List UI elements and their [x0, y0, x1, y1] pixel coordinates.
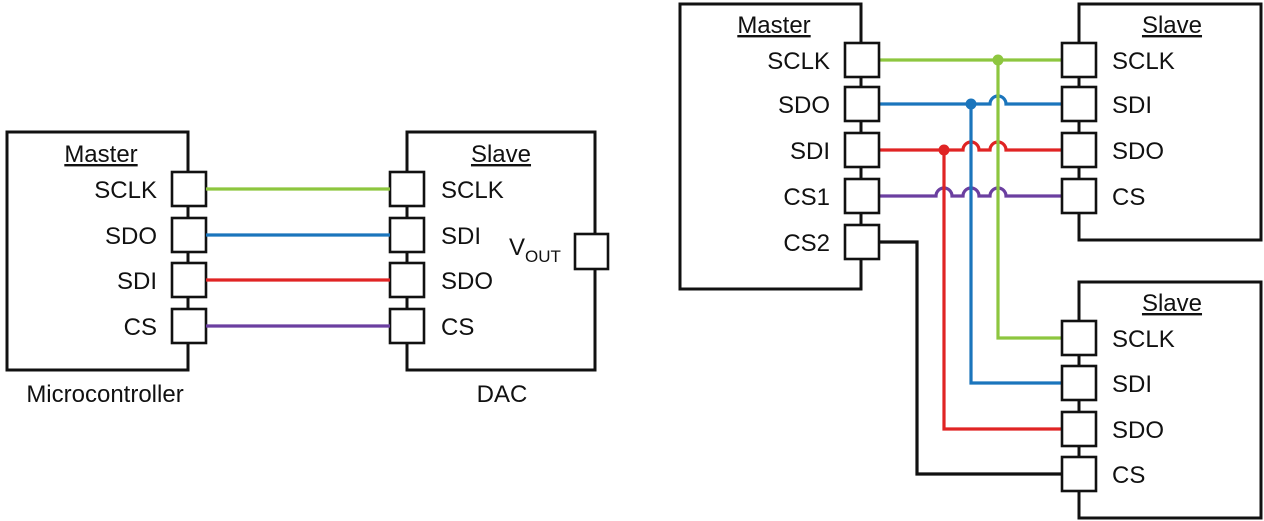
- right-wire-sdo-drop: [969, 104, 1062, 385]
- right-wire-sdi-h: [880, 140, 1062, 152]
- left-slave-pin-label-cs: CS: [441, 314, 474, 341]
- right-master-pin-sdo: [843, 85, 881, 123]
- left-slave-vout-label: VOUT: [509, 234, 561, 266]
- left-master-pin-sclk: [170, 170, 208, 208]
- right-wire-sdi-drop: [942, 150, 1062, 431]
- left-slave-pin-sdi: [388, 216, 426, 254]
- left-spi-diagram: Master Microcontroller SCLK SDO SDI CS S…: [5, 130, 610, 408]
- right-master-pin-sclk: [843, 41, 881, 79]
- right-slave1-pin-label-sdo: SDO: [1112, 138, 1164, 165]
- right-master-title: Master: [737, 12, 810, 39]
- right-slave2-pin-sdi: [1060, 364, 1098, 402]
- right-slave1-pin-sdi: [1060, 85, 1098, 123]
- right-junction-sdo: [965, 98, 977, 110]
- right-master-pin-label-cs1: CS1: [783, 184, 830, 211]
- left-slave-pin-label-sclk: SCLK: [441, 177, 504, 204]
- right-master-box: [678, 2, 863, 291]
- left-master-pin-label-sdo: SDO: [105, 223, 157, 250]
- right-master-pin-label-sdo: SDO: [778, 92, 830, 119]
- left-slave-pin-label-sdo: SDO: [441, 268, 493, 295]
- left-slave-pin-cs: [388, 307, 426, 345]
- right-slave2-box: [1077, 280, 1263, 520]
- right-slave2-pin-label-sdi: SDI: [1112, 371, 1152, 398]
- left-slave-caption: DAC: [477, 381, 528, 408]
- right-slave2-pin-label-sclk: SCLK: [1112, 326, 1175, 353]
- left-master-pin-label-sclk: SCLK: [94, 177, 157, 204]
- left-master-pin-cs: [170, 307, 208, 345]
- right-slave1-pin-sdo: [1060, 131, 1098, 169]
- left-master-caption: Microcontroller: [26, 381, 183, 408]
- right-junction-sclk: [992, 54, 1004, 66]
- right-slave1-pin-label-sdi: SDI: [1112, 92, 1152, 119]
- right-slave2-pin-sclk: [1060, 319, 1098, 357]
- right-slave1-pin-label-cs: CS: [1112, 184, 1145, 211]
- right-slave2-pin-label-sdo: SDO: [1112, 417, 1164, 444]
- right-slave2-pin-label-cs: CS: [1112, 462, 1145, 489]
- left-slave-title: Slave: [471, 141, 531, 168]
- right-master-pin-cs1: [843, 177, 881, 215]
- left-master-pin-label-sdi: SDI: [117, 268, 157, 295]
- right-master-pin-label-sclk: SCLK: [767, 48, 830, 75]
- right-master-pin-cs2: [843, 223, 881, 261]
- left-slave-pin-sdo: [388, 261, 426, 299]
- right-slave1-title: Slave: [1142, 12, 1202, 39]
- left-slave-pin-sclk: [388, 170, 426, 208]
- right-spi-diagram: Master SCLK SDO SDI CS1 CS2 Slave SCLK S…: [678, 2, 1263, 520]
- right-slave2-title: Slave: [1142, 290, 1202, 317]
- right-slave1-box: [1077, 2, 1263, 242]
- right-slave1-pin-sclk: [1060, 41, 1098, 79]
- left-slave-pin-vout: [573, 232, 610, 271]
- right-master-pin-label-sdi: SDI: [790, 138, 830, 165]
- left-master-pin-sdi: [170, 261, 208, 299]
- right-wire-sclk-drop: [996, 60, 1062, 340]
- left-master-box: [5, 130, 190, 372]
- right-master-pin-sdi: [843, 131, 881, 169]
- left-master-title: Master: [64, 141, 137, 168]
- left-master-pin-sdo: [170, 216, 208, 254]
- right-master-pin-label-cs2: CS2: [783, 230, 830, 257]
- left-slave-box: [405, 130, 597, 372]
- right-wire-cs2: [880, 240, 1062, 476]
- right-junction-sdi: [938, 144, 950, 156]
- right-slave2-pin-cs: [1060, 455, 1098, 493]
- left-slave-pin-label-sdi: SDI: [441, 223, 481, 250]
- left-master-pin-label-cs: CS: [124, 314, 157, 341]
- right-slave1-pin-cs: [1060, 177, 1098, 215]
- right-slave2-pin-sdo: [1060, 410, 1098, 448]
- right-slave1-pin-label-sclk: SCLK: [1112, 48, 1175, 75]
